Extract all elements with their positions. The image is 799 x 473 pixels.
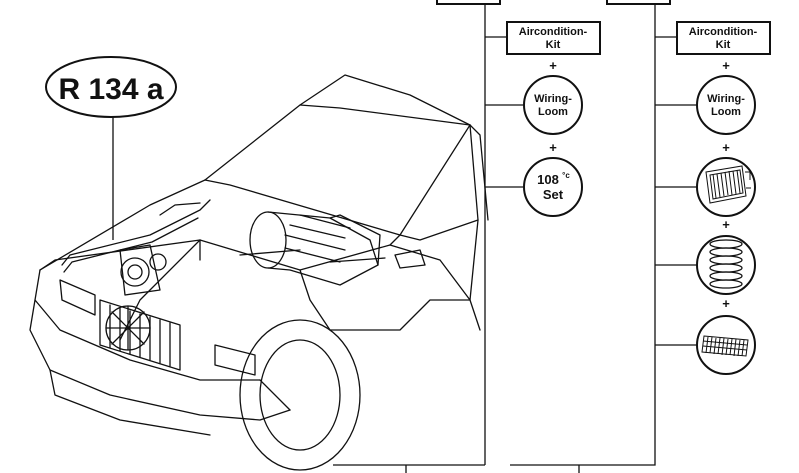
ac-compressor — [120, 257, 150, 287]
left-plus-1: + — [549, 58, 557, 73]
left-kit-label-2: Kit — [546, 39, 561, 51]
left-kit-label-1: Aircondition- — [519, 26, 588, 38]
refrigerant-oval — [45, 56, 177, 118]
right-kit-label-1: Aircondition- — [689, 26, 758, 38]
right-spring-circle — [696, 235, 756, 295]
radiator-icon — [705, 165, 751, 204]
right-kit-box — [676, 21, 771, 55]
left-set-unit: °c — [562, 171, 570, 180]
right-wiring-label-2: Loom — [711, 106, 741, 118]
headlight-right — [214, 344, 256, 376]
option-column-right: Aircondition- Kit + Wiring- Loom + + + — [510, 0, 771, 473]
grille-icon — [701, 335, 749, 357]
headlight-left — [59, 279, 96, 316]
left-wiring-label-1: Wiring- — [534, 93, 572, 105]
right-wiring-label-1: Wiring- — [707, 93, 745, 105]
option-column-left: Aircondition- Kit + Wiring- Loom + 108 °… — [333, 0, 601, 473]
left-top-box — [436, 0, 501, 5]
refrigerant-callout: R 134 a — [45, 56, 177, 118]
left-wiring-loom-circle — [523, 75, 583, 135]
coil-spring-icon — [709, 239, 743, 289]
right-grille-circle — [696, 315, 756, 375]
right-plus-4: + — [722, 296, 730, 311]
right-wiring-loom-circle — [696, 75, 756, 135]
left-kit-box — [506, 21, 601, 55]
left-wiring-label-2: Loom — [538, 106, 568, 118]
car-grille — [99, 299, 181, 371]
right-plus-3: + — [722, 217, 730, 232]
right-top-box — [606, 0, 671, 5]
right-kit-label-2: Kit — [716, 39, 731, 51]
front-wheel — [239, 319, 361, 471]
left-set-word: Set — [543, 187, 564, 202]
car-illustration — [29, 74, 489, 471]
right-plus-1: + — [722, 58, 730, 73]
left-thermostat-set-circle — [523, 157, 583, 217]
right-radiator-circle — [696, 157, 756, 217]
refrigerant-label: R 134 a — [58, 73, 163, 106]
left-plus-2: + — [549, 140, 557, 155]
heater-box — [249, 211, 287, 269]
right-plus-2: + — [722, 140, 730, 155]
left-set-number: 108 — [537, 172, 559, 187]
